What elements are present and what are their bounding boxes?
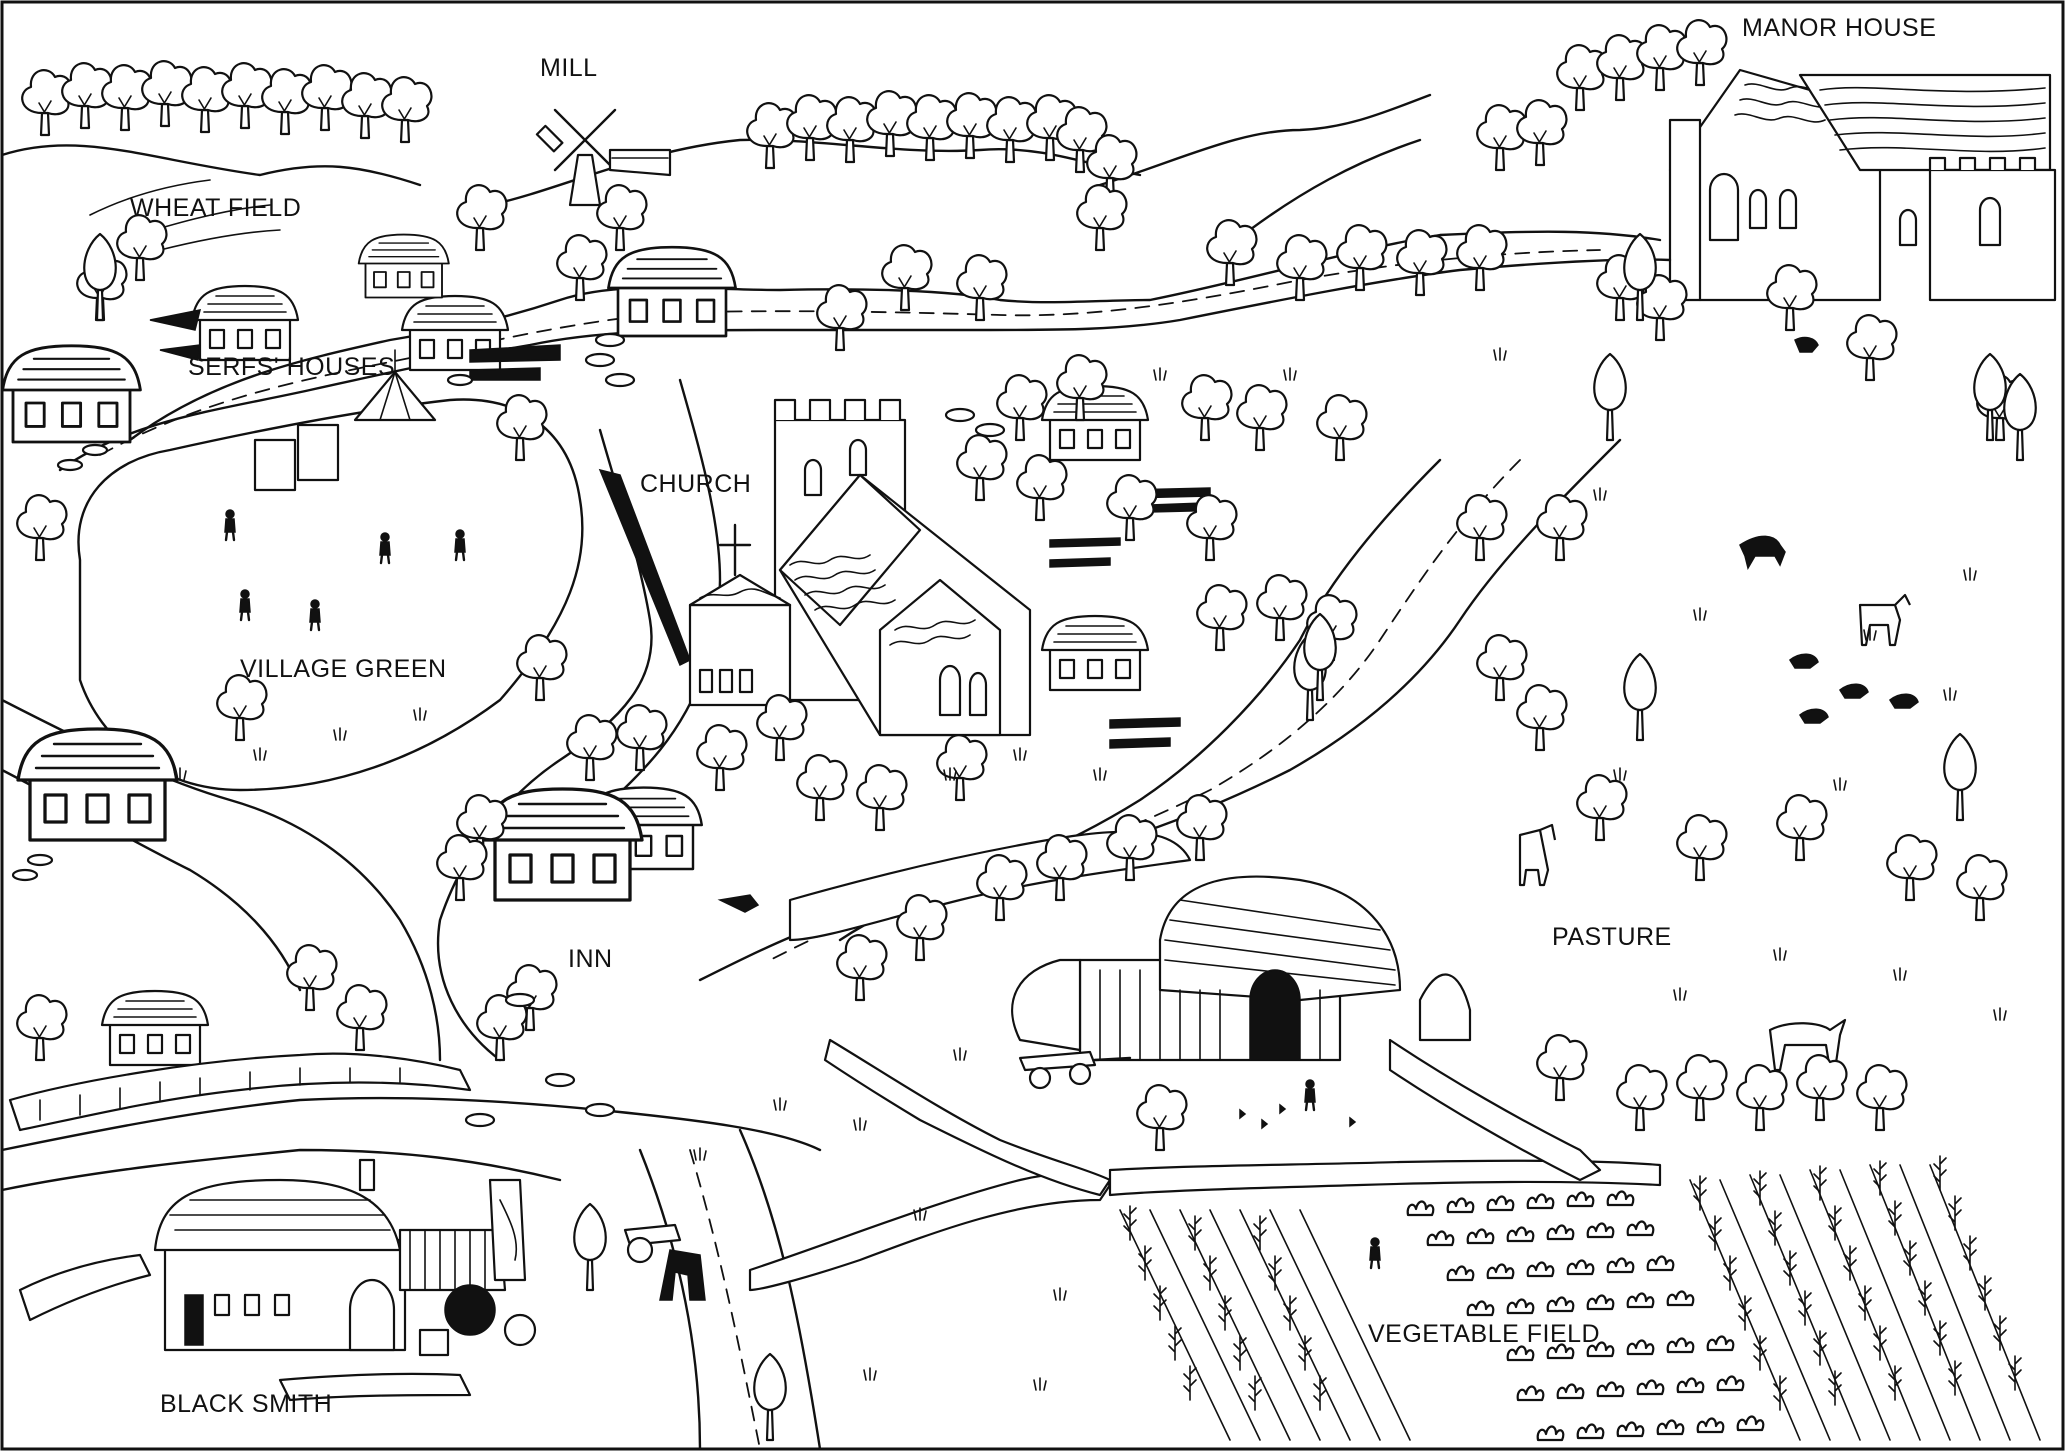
church bbox=[598, 398, 1032, 737]
stepping-stones bbox=[11, 332, 1006, 1128]
inn bbox=[481, 786, 760, 913]
villagers bbox=[223, 508, 467, 632]
blacksmith bbox=[153, 1158, 537, 1357]
label-vegetable-field: VEGETABLE FIELD bbox=[1368, 1320, 1601, 1348]
windmill bbox=[535, 108, 672, 207]
label-mill: MILL bbox=[540, 54, 598, 82]
label-manor-house: MANOR HOUSE bbox=[1742, 14, 1937, 42]
manor-house bbox=[1668, 68, 2057, 302]
cottage-west bbox=[16, 727, 179, 842]
label-inn: INN bbox=[568, 945, 613, 973]
farm-workers bbox=[1239, 1078, 1382, 1270]
label-serfs-houses: SERFS' HOUSES bbox=[188, 353, 396, 381]
label-black-smith: BLACK SMITH bbox=[160, 1390, 333, 1418]
label-village-green: VILLAGE GREEN bbox=[240, 655, 447, 683]
stone-walls bbox=[8, 830, 1662, 1402]
pasture-animals bbox=[1518, 336, 1919, 1072]
label-wheat-field: WHEAT FIELD bbox=[130, 194, 302, 222]
label-pasture: PASTURE bbox=[1552, 923, 1672, 951]
cottage-south-west bbox=[100, 989, 210, 1067]
barn bbox=[1011, 875, 1472, 1062]
crop-rows bbox=[1119, 1155, 2041, 1441]
cart bbox=[623, 1050, 1132, 1301]
village-green-boundary bbox=[77, 398, 584, 792]
label-church: CHURCH bbox=[640, 470, 752, 498]
market-stalls bbox=[253, 349, 437, 492]
mill-house bbox=[607, 245, 737, 338]
tree-line-top bbox=[21, 19, 1728, 202]
cottage-east bbox=[1040, 614, 1150, 692]
serfs-houses bbox=[1, 233, 561, 444]
